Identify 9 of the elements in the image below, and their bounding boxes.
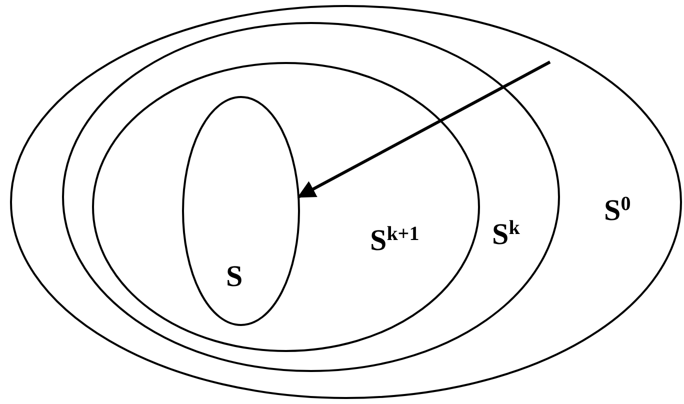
set-ellipse	[10, 5, 682, 399]
set-label: S$^{k+1}$	[370, 226, 420, 256]
set-label: S$^{k}$	[492, 220, 520, 250]
set-ellipse	[92, 62, 480, 352]
set-ellipse	[62, 22, 560, 372]
set-label: S	[226, 262, 243, 292]
set-label: S$^{0}$	[604, 196, 631, 226]
arrow	[297, 60, 551, 198]
set-ellipse	[182, 96, 300, 326]
